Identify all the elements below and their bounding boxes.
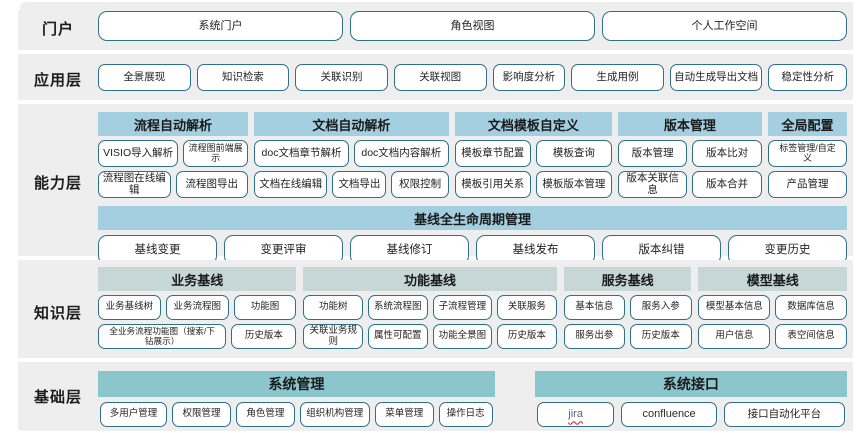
know-1-r2-1[interactable]: 属性可配置 xyxy=(368,324,428,349)
know-0-r2-1[interactable]: 历史版本 xyxy=(231,324,297,349)
cap-3-r1-1[interactable]: 版本比对 xyxy=(692,140,762,167)
app-item-2[interactable]: 关联识别 xyxy=(295,64,388,91)
cap-4-r1-0[interactable]: 标签管理/自定 义 xyxy=(767,140,847,167)
base-group-0: 系统管理 多用户管理 权限管理 角色管理 组织机构管理 菜单管理 操作日志 xyxy=(98,371,495,427)
know-2-r2-1[interactable]: 历史版本 xyxy=(630,324,692,349)
base-0-item-5[interactable]: 操作日志 xyxy=(438,402,493,427)
know-3-r1-0[interactable]: 模型基本信息 xyxy=(698,295,771,320)
base-groups: 系统管理 多用户管理 权限管理 角色管理 组织机构管理 菜单管理 操作日志 系统… xyxy=(98,371,847,427)
capability-group-1-header: 文档自动解析 xyxy=(254,112,449,136)
capability-group-3: 版本管理 版本管理 版本比对 版本关联信息 版本合并 xyxy=(617,112,762,198)
know-2-r1-0[interactable]: 基本信息 xyxy=(563,295,626,320)
cap-1-r2-0[interactable]: 文档在线编辑 xyxy=(254,171,328,198)
knowledge-groups: 业务基线 业务基线树 业务流程图 功能图 全业务流程功能图（搜索/下 钻展示） … xyxy=(98,267,848,349)
capability-group-0-header: 流程自动解析 xyxy=(98,112,249,136)
cap-0-r2-1[interactable]: 流程图导出 xyxy=(175,171,249,198)
base-group-0-header: 系统管理 xyxy=(98,371,495,397)
know-1-r2-2[interactable]: 功能全景图 xyxy=(432,324,493,349)
know-0-r1-1[interactable]: 业务流程图 xyxy=(165,295,229,320)
app-item-4[interactable]: 影响度分析 xyxy=(492,64,566,91)
base-0-item-4[interactable]: 菜单管理 xyxy=(374,402,434,427)
cap-3-r2-0[interactable]: 版本关联信息 xyxy=(617,171,688,198)
capability-group-4-header: 全局配置 xyxy=(767,112,847,136)
capability-group-0: 流程自动解析 VISIO导入解析 流程图前端展 示 流程图在线编辑 流程图导出 xyxy=(98,112,249,198)
cap-2-r1-1[interactable]: 模板查询 xyxy=(535,140,612,167)
layer-label-knowledge: 知识层 xyxy=(33,305,82,322)
app-item-7[interactable]: 稳定性分析 xyxy=(768,64,847,91)
base-group-1: 系统接口 jira confluence 接口自动化平台 xyxy=(534,371,847,427)
app-item-3[interactable]: 关联视图 xyxy=(393,64,487,91)
application-items: 全景展现 知识检索 关联识别 关联视图 影响度分析 生成用例 自动生成导出文档 … xyxy=(98,64,847,91)
cap-3-r1-0[interactable]: 版本管理 xyxy=(617,140,688,167)
cap-0-r1-0[interactable]: VISIO导入解析 xyxy=(98,140,179,167)
know-2-r2-0[interactable]: 服务出参 xyxy=(563,324,626,349)
cap-2-r2-1[interactable]: 模板版本管理 xyxy=(535,171,612,198)
capability-group-4: 全局配置 标签管理/自定 义 产品管理 xyxy=(767,112,847,198)
know-1-r1-2[interactable]: 子流程管理 xyxy=(432,295,493,320)
know-0-r2-0[interactable]: 全业务流程功能图（搜索/下 钻展示） xyxy=(98,324,227,349)
cap-1-r1-0[interactable]: doc文档章节解析 xyxy=(254,140,349,167)
cap-4-r2-0[interactable]: 产品管理 xyxy=(767,171,847,198)
capability-group-3-header: 版本管理 xyxy=(617,112,762,136)
know-1-r2-0[interactable]: 关联业务规则 xyxy=(303,324,363,349)
cap-2-r2-0[interactable]: 模板引用关系 xyxy=(454,171,531,198)
capability-group-1: 文档自动解析 doc文档章节解析 doc文档内容解析 文档在线编辑 文档导出 权… xyxy=(254,112,449,198)
know-1-r2-3[interactable]: 历史版本 xyxy=(497,324,557,349)
base-0-item-3[interactable]: 组织机构管理 xyxy=(299,402,370,427)
base-1-item-confluence[interactable]: confluence xyxy=(621,402,717,427)
app-item-0[interactable]: 全景展现 xyxy=(98,64,191,91)
know-3-r2-1[interactable]: 表空间信息 xyxy=(775,324,848,349)
base-0-item-2[interactable]: 角色管理 xyxy=(235,402,295,427)
base-group-1-header: 系统接口 xyxy=(534,371,847,397)
cap-0-r1-1[interactable]: 流程图前端展 示 xyxy=(183,140,249,167)
cap-3-r2-1[interactable]: 版本合并 xyxy=(692,171,762,198)
capability-group-2-header: 文档模板自定义 xyxy=(454,112,612,136)
cap-1-r1-1[interactable]: doc文档内容解析 xyxy=(353,140,449,167)
know-0-r1-2[interactable]: 功能图 xyxy=(233,295,297,320)
know-0-r1-0[interactable]: 业务基线树 xyxy=(98,295,161,320)
base-1-item-api-platform[interactable]: 接口自动化平台 xyxy=(723,402,846,427)
cap-2-r1-0[interactable]: 模板章节配置 xyxy=(454,140,531,167)
knowledge-group-0-header: 业务基线 xyxy=(98,267,297,291)
knowledge-group-2: 服务基线 基本信息 服务入参 服务出参 历史版本 xyxy=(563,267,692,349)
capability-lifecycle: 基线全生命周期管理 基线变更 变更评审 基线修订 基线发布 版本纠错 变更历史 xyxy=(98,206,847,265)
cap-1-r2-2[interactable]: 权限控制 xyxy=(391,171,449,198)
app-item-5[interactable]: 生成用例 xyxy=(571,64,664,91)
corner-mask xyxy=(0,0,20,10)
portal-item-2[interactable]: 个人工作空间 xyxy=(602,11,847,41)
portal-item-0[interactable]: 系统门户 xyxy=(98,11,343,41)
base-1-item-jira[interactable]: jira xyxy=(536,402,615,427)
know-2-r1-1[interactable]: 服务入参 xyxy=(630,295,692,320)
base-0-item-1[interactable]: 权限管理 xyxy=(172,402,231,427)
knowledge-group-2-header: 服务基线 xyxy=(563,267,692,291)
base-0-item-0[interactable]: 多用户管理 xyxy=(100,402,168,427)
knowledge-group-1: 功能基线 功能树 系统流程图 子流程管理 关联服务 关联业务规则 属性可配置 功… xyxy=(303,267,557,349)
portal-items: 系统门户 角色视图 个人工作空间 xyxy=(98,11,847,41)
knowledge-group-0: 业务基线 业务基线树 业务流程图 功能图 全业务流程功能图（搜索/下 钻展示） … xyxy=(98,267,297,349)
capability-groups: 流程自动解析 VISIO导入解析 流程图前端展 示 流程图在线编辑 流程图导出 … xyxy=(98,112,847,198)
layer-label-portal: 门户 xyxy=(41,21,74,38)
know-3-r1-1[interactable]: 数据库信息 xyxy=(775,295,848,320)
know-1-r1-1[interactable]: 系统流程图 xyxy=(368,295,428,320)
app-item-1[interactable]: 知识检索 xyxy=(196,64,290,91)
app-item-6[interactable]: 自动生成导出文档 xyxy=(669,64,763,91)
cap-1-r2-1[interactable]: 文档导出 xyxy=(332,171,387,198)
know-3-r2-0[interactable]: 用户信息 xyxy=(698,324,771,349)
knowledge-group-1-header: 功能基线 xyxy=(303,267,557,291)
capability-group-2: 文档模板自定义 模板章节配置 模板查询 模板引用关系 模板版本管理 xyxy=(454,112,612,198)
know-1-r1-3[interactable]: 关联服务 xyxy=(497,295,557,320)
knowledge-group-3: 模型基线 模型基本信息 数据库信息 用户信息 表空间信息 xyxy=(698,267,848,349)
lifecycle-header: 基线全生命周期管理 xyxy=(98,206,847,230)
knowledge-group-3-header: 模型基线 xyxy=(698,267,847,291)
layer-label-base: 基础层 xyxy=(33,389,82,406)
layer-label-capability: 能力层 xyxy=(33,175,82,192)
know-1-r1-0[interactable]: 功能树 xyxy=(303,295,363,320)
portal-item-1[interactable]: 角色视图 xyxy=(350,11,595,41)
layer-label-application: 应用层 xyxy=(33,72,82,89)
cap-0-r2-0[interactable]: 流程图在线编辑 xyxy=(98,171,171,198)
